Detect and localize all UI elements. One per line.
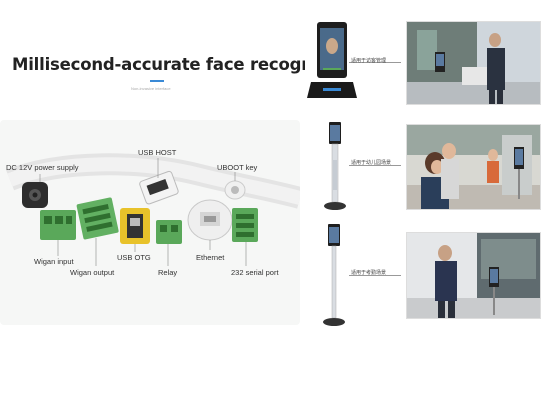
page-subtitle: Non-invasive interface (131, 86, 171, 91)
device-floor-stand-tall (318, 222, 350, 328)
label-relay: Relay (158, 268, 178, 277)
device-floor-stand-short (320, 120, 350, 212)
page-title: Millisecond-accurate face recognition (12, 55, 355, 74)
ethernet-connector (187, 199, 233, 241)
dc-power-jack (22, 182, 48, 208)
label-wigan-output: Wigan output (70, 268, 115, 277)
label-usb-otg: USB OTG (117, 253, 151, 262)
label-wigan-input: Wigan input (34, 257, 74, 266)
relay-connector (156, 220, 182, 244)
label-dc-power: DC 12V power supply (6, 163, 79, 172)
usb-otg-connector (120, 208, 150, 244)
label-serial-port: 232 serial port (231, 268, 279, 277)
scenario-label-kindergarten: 适用于幼儿园场景 (351, 160, 392, 166)
photo-kindergarten (406, 124, 541, 210)
cable-illustration-panel (0, 120, 303, 325)
cable-harness-image (5, 153, 303, 266)
photo-attendance (406, 232, 541, 319)
uboot-key-connector (224, 180, 246, 200)
label-usb-host: USB HOST (138, 148, 177, 157)
label-uboot-key: UBOOT key (217, 163, 258, 172)
scenario-label-attendance: 适用于考勤场景 (351, 270, 387, 276)
serial-port-connector (232, 208, 258, 242)
wigan-output-connector (76, 197, 119, 240)
photo-visitor-management (406, 21, 541, 105)
wigan-input-connector (40, 210, 76, 240)
usb-host-connector (139, 170, 179, 205)
scenario-label-visitor: 适用于访客管理 (351, 58, 387, 64)
title-underline (150, 80, 164, 82)
label-ethernet: Ethernet (196, 253, 225, 262)
